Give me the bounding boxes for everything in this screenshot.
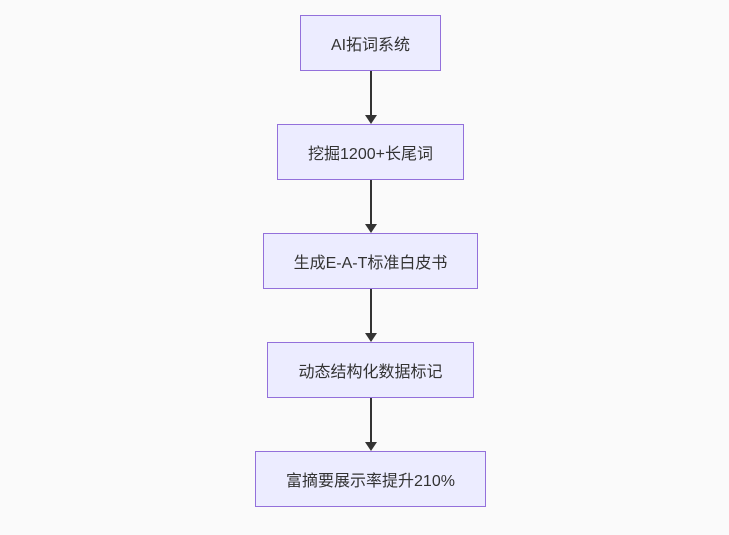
flow-node-ai-word-expansion-system: AI拓词系统 <box>299 15 442 71</box>
arrowhead-down-icon <box>364 115 377 124</box>
arrowhead-down-icon <box>364 224 377 233</box>
flow-edge-4-5 <box>364 398 377 451</box>
flow-edge-1-2 <box>364 71 377 124</box>
flow-node-label: 生成E-A-T标准白皮书 <box>293 255 448 272</box>
flow-edge-3-4 <box>364 289 377 342</box>
edge-line <box>369 71 372 116</box>
flow-node-generate-eat-whitepaper: 生成E-A-T标准白皮书 <box>262 233 479 289</box>
edge-line <box>369 289 372 334</box>
edge-line <box>369 180 372 225</box>
flow-node-rich-snippet-rate-increase: 富摘要展示率提升210% <box>255 451 486 507</box>
edge-line <box>369 398 372 443</box>
arrowhead-down-icon <box>364 442 377 451</box>
flow-node-dynamic-structured-data-markup: 动态结构化数据标记 <box>267 342 474 398</box>
arrowhead-down-icon <box>364 333 377 342</box>
flow-node-mine-longtail-keywords: 挖掘1200+长尾词 <box>277 124 464 180</box>
flow-node-label: 动态结构化数据标记 <box>298 364 443 381</box>
flow-node-label: AI拓词系统 <box>330 37 411 54</box>
flowchart-diagram: AI拓词系统 挖掘1200+长尾词 生成E-A-T标准白皮书 动态结构化数据标记… <box>6 0 729 535</box>
flow-edge-2-3 <box>364 180 377 233</box>
flow-node-label: 挖掘1200+长尾词 <box>308 146 433 163</box>
flow-node-label: 富摘要展示率提升210% <box>286 473 455 490</box>
